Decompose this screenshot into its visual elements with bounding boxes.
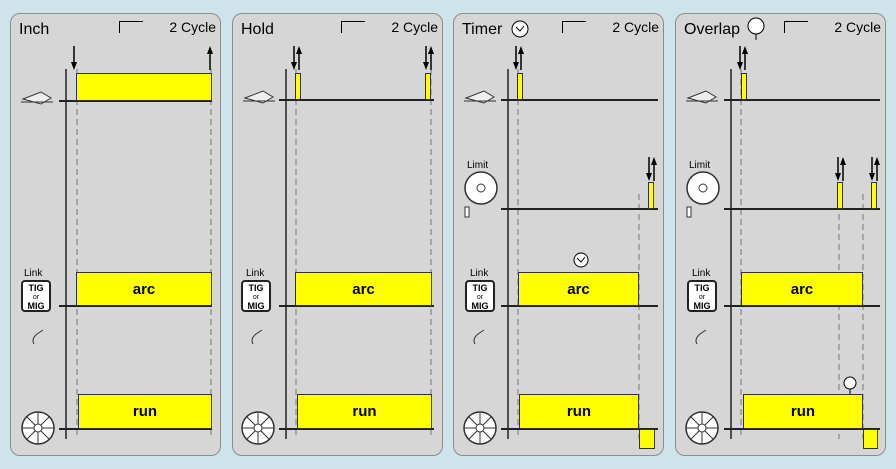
or-text: or	[32, 294, 40, 301]
panel-title: Overlap	[684, 21, 741, 38]
trigger-pulse-start	[295, 73, 301, 100]
down-up-arrow-icon	[869, 157, 880, 181]
down-up-arrow-icon	[513, 46, 524, 70]
run-block: run	[519, 394, 639, 429]
run-block: run	[297, 394, 432, 429]
foot-pedal-icon	[464, 90, 496, 104]
down-up-arrow-icon	[835, 157, 846, 181]
wire-feed-wheel-icon	[463, 411, 497, 445]
link-label: Link	[24, 268, 43, 279]
link-label: Link	[470, 268, 489, 279]
overlap-pin-icon	[843, 376, 857, 395]
mig-text: MIG	[27, 301, 45, 311]
mig-text: MIG	[247, 301, 265, 311]
wire-spool-icon	[686, 171, 720, 218]
down-up-arrow-icon	[423, 46, 434, 70]
or-text: or	[698, 294, 706, 301]
wire-feed-wheel-icon	[685, 411, 719, 445]
down-arrow-icon	[71, 46, 77, 70]
timer-clock-icon	[511, 20, 529, 38]
tig-text: TIG	[472, 283, 488, 293]
run-block: run	[743, 394, 863, 429]
panel-hold-timing-lines	[241, 46, 434, 445]
reverse-run-pulse	[639, 429, 655, 449]
panel-inch-timing-lines	[21, 46, 213, 445]
tig-text: TIG	[248, 283, 264, 293]
foot-pedal-icon	[21, 91, 53, 105]
cycle-mark-icon	[784, 21, 808, 33]
cycle-mark-icon	[341, 21, 365, 33]
trigger-pulse	[741, 73, 747, 100]
overlap-pin-icon	[747, 17, 765, 40]
cycle-label: 2 Cycle	[169, 19, 216, 35]
panel-title: Timer	[462, 21, 503, 38]
panel-timer-timing-lines	[463, 20, 658, 445]
tig-text: TIG	[28, 283, 44, 293]
limit-pulse	[648, 182, 654, 209]
or-text: or	[252, 294, 260, 301]
or-text: or	[476, 294, 484, 301]
limit-pulse-2	[871, 182, 877, 209]
panel-title: Hold	[241, 21, 274, 38]
trigger-pulse	[517, 73, 523, 100]
link-label: Link	[246, 268, 265, 279]
trigger-pulse-stop	[425, 73, 431, 100]
run-block: run	[78, 394, 212, 429]
down-up-arrow-icon	[646, 157, 657, 181]
arc-block: arc	[295, 272, 432, 306]
wire-feed-wheel-icon	[21, 411, 55, 445]
limit-label: Limit	[689, 160, 711, 171]
cycle-label: 2 Cycle	[612, 19, 659, 35]
arc-block: arc	[76, 272, 212, 306]
arc-block: arc	[741, 272, 863, 306]
mig-text: MIG	[471, 301, 489, 311]
wire-spool-icon	[464, 171, 498, 218]
foot-pedal-icon	[243, 90, 275, 104]
mig-text: MIG	[693, 301, 711, 311]
tig-text: TIG	[694, 283, 710, 293]
wire-feed-wheel-icon	[241, 411, 275, 445]
cycle-label: 2 Cycle	[834, 19, 881, 35]
arc-block: arc	[518, 272, 639, 306]
trigger-signal-bar	[76, 73, 212, 101]
down-up-arrow-icon	[291, 46, 302, 70]
limit-label: Limit	[467, 160, 489, 171]
foot-pedal-icon	[686, 90, 718, 104]
limit-pulse-1	[837, 182, 843, 209]
cycle-mark-icon	[562, 21, 586, 33]
panel-title: Inch	[19, 21, 50, 38]
reverse-run-pulse	[863, 429, 878, 449]
panel-overlap-timing-lines	[685, 17, 880, 445]
up-arrow-icon	[207, 46, 213, 70]
link-label: Link	[692, 268, 711, 279]
cycle-mark-icon	[119, 21, 143, 33]
timer-clock-icon	[573, 252, 589, 268]
cycle-label: 2 Cycle	[391, 19, 438, 35]
down-up-arrow-icon	[737, 46, 748, 70]
